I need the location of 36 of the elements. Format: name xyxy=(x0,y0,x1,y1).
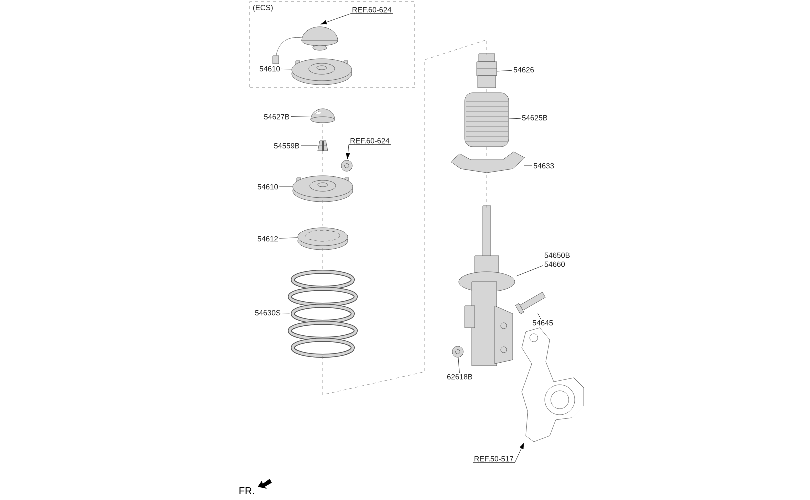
leader-line xyxy=(290,116,311,117)
assembly-line xyxy=(486,175,488,208)
leader-line xyxy=(458,358,460,374)
leader-line xyxy=(516,266,544,277)
leader-line xyxy=(320,14,352,25)
leader-line xyxy=(497,70,513,72)
dust-cover-drawing xyxy=(464,92,510,148)
nut-drawing xyxy=(341,160,353,172)
bolt-drawing xyxy=(515,292,546,315)
insulator-drawing xyxy=(292,58,352,86)
leader-line xyxy=(538,313,542,320)
assembly-line xyxy=(322,151,324,174)
cap-drawing xyxy=(310,108,336,124)
direction-label: FR. xyxy=(240,488,254,494)
knuckle-drawing xyxy=(522,328,584,442)
leader-line xyxy=(282,313,290,314)
assembly-line xyxy=(486,147,488,157)
leader-line xyxy=(509,118,522,120)
insulator-drawing xyxy=(292,176,354,202)
assembly-line xyxy=(322,124,324,141)
assembly-line xyxy=(322,200,324,226)
leader-line xyxy=(514,442,524,464)
leader-line xyxy=(281,69,292,70)
assembly-line xyxy=(486,89,488,93)
assembly-line xyxy=(322,248,324,272)
leader-line xyxy=(279,186,293,188)
nut-drawing xyxy=(452,346,464,358)
bumper-drawing xyxy=(476,54,498,88)
assembly-line xyxy=(322,40,488,396)
bearing-drawing xyxy=(298,228,348,250)
leader-line xyxy=(279,238,298,239)
leader-line xyxy=(346,144,350,160)
spring-drawing xyxy=(288,270,358,358)
washer-drawing xyxy=(318,140,328,152)
bracket-drawing xyxy=(450,152,526,174)
strut-drawing xyxy=(458,206,516,366)
